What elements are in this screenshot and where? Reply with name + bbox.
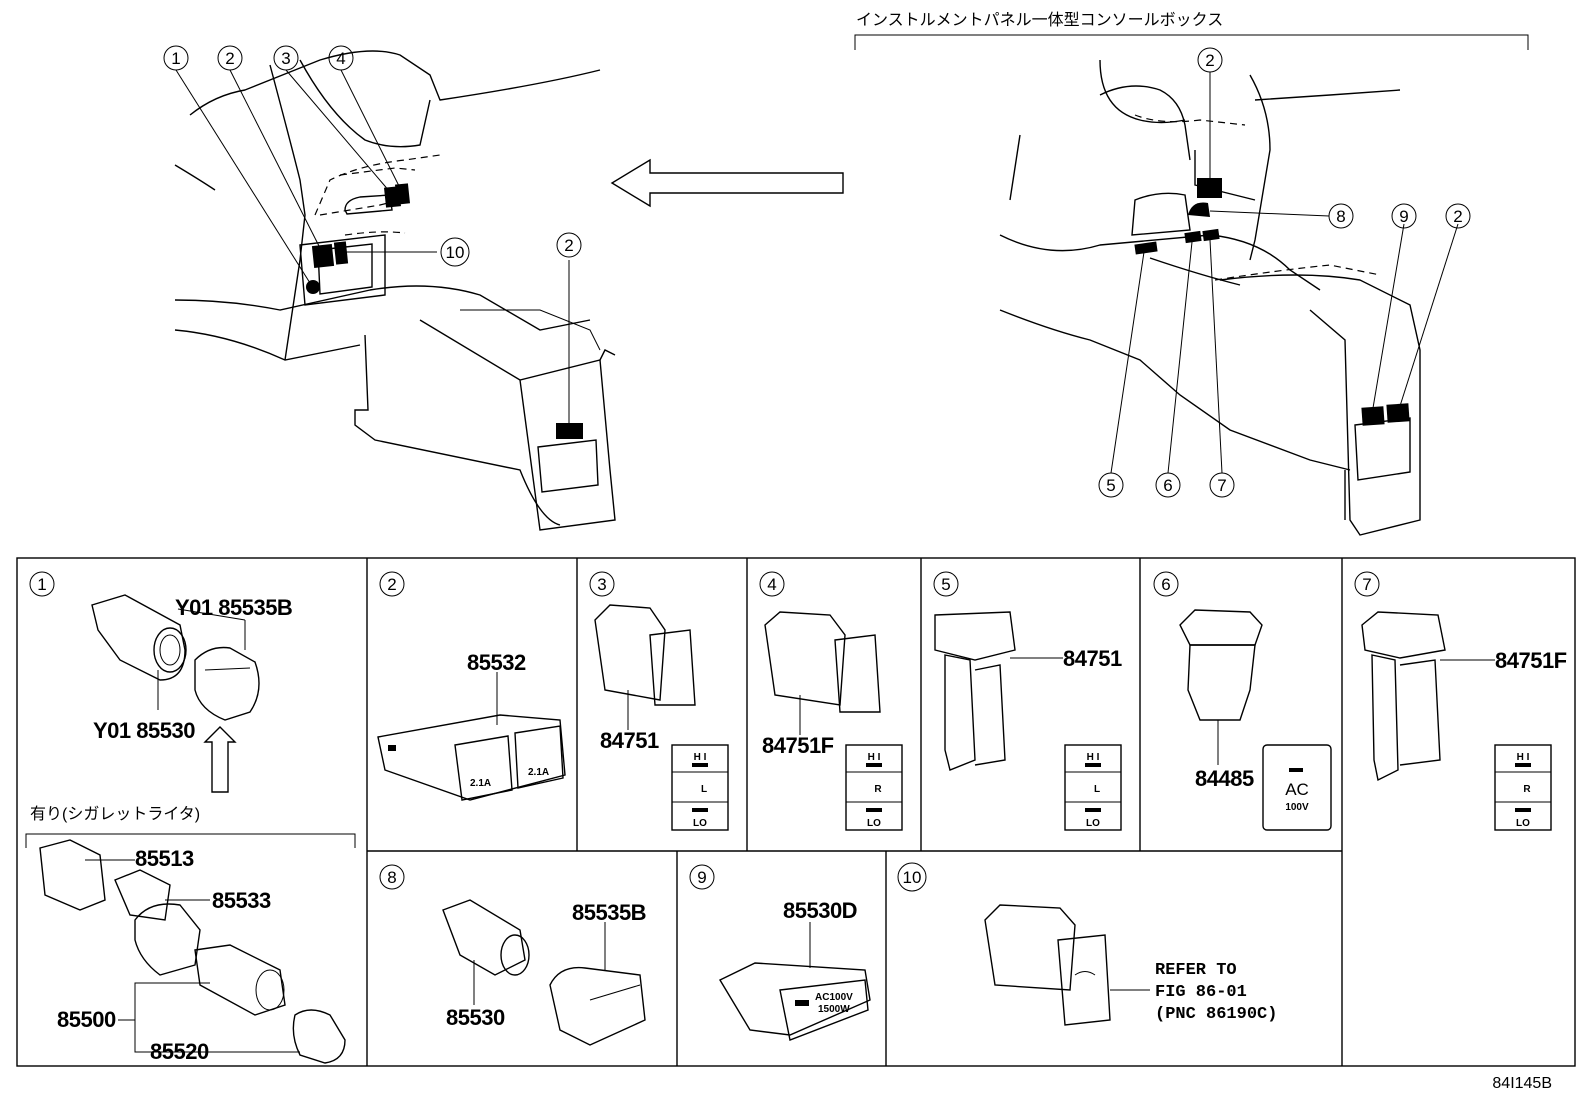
direction-arrow <box>610 158 844 208</box>
svg-text:1500W: 1500W <box>818 1004 850 1015</box>
callout-circle: 4 <box>328 45 354 71</box>
callout-circle: 2 <box>1197 47 1223 73</box>
svg-text:8: 8 <box>1336 207 1345 226</box>
diagram-id: 84I145B <box>1492 1075 1552 1092</box>
part-number: 85533 <box>212 888 271 913</box>
svg-text:6: 6 <box>1163 476 1172 495</box>
panel-2: 2 2.1A 2.1A 85532 <box>377 571 566 801</box>
part-number: 85535B <box>572 900 646 925</box>
svg-text:9: 9 <box>697 868 706 887</box>
left-callouts: 1 2 3 4 10 2 <box>163 45 582 267</box>
part-number: 84751F <box>762 733 834 758</box>
part-number: 84751 <box>1063 646 1122 671</box>
callout-circle: 2 <box>1445 203 1471 229</box>
svg-text:(PNC 86190C): (PNC 86190C) <box>1155 1005 1277 1024</box>
svg-text:H I: H I <box>694 752 707 763</box>
part-number: 84751 <box>600 728 659 753</box>
part-number: 85513 <box>135 846 194 871</box>
svg-text:10: 10 <box>446 243 465 262</box>
part-number: 85532 <box>467 650 526 675</box>
panel-7: 7 84751F H I R LO <box>1354 571 1567 831</box>
panel-10: 10 REFER TO FIG 86-01 (PNC 86190C) <box>897 862 1277 1026</box>
svg-text:2: 2 <box>1205 51 1214 70</box>
svg-text:L: L <box>701 784 707 795</box>
svg-text:AC100V: AC100V <box>815 992 853 1003</box>
svg-text:9: 9 <box>1399 207 1408 226</box>
callout-circle: 7 <box>1209 472 1235 498</box>
svg-text:R: R <box>1523 784 1531 795</box>
callout-circle: 3 <box>273 45 299 71</box>
svg-text:H I: H I <box>868 752 881 763</box>
part-number: 85500 <box>57 1007 116 1032</box>
left-console-view <box>174 50 616 531</box>
caption-text: インストルメントパネル一体型コンソールボックス <box>856 11 1223 29</box>
svg-text:7: 7 <box>1217 476 1226 495</box>
callout-circle: 10 <box>440 237 470 267</box>
right-console-view: インストルメントパネル一体型コンソールボックス <box>854 11 1529 536</box>
svg-text:1: 1 <box>37 575 46 594</box>
svg-text:2: 2 <box>387 575 396 594</box>
part-number: 85530 <box>446 1005 505 1030</box>
svg-text:100V: 100V <box>1285 802 1309 813</box>
panel-6: 6 84485 AC 100V <box>1153 571 1332 831</box>
panel-1: 1 Y01 85535B Y01 85530 有り(シガレットライタ) 8551… <box>25 571 356 1064</box>
svg-text:2.1A: 2.1A <box>528 767 549 778</box>
panel-8: 8 85535B 85530 <box>379 864 647 1046</box>
svg-text:5: 5 <box>1106 476 1115 495</box>
callout-circle: 6 <box>1155 472 1181 498</box>
part-number: 84751F <box>1495 648 1567 673</box>
panel-3: 3 84751 H I L LO <box>589 571 729 831</box>
svg-text:2: 2 <box>564 236 573 255</box>
svg-text:3: 3 <box>597 575 606 594</box>
svg-text:2: 2 <box>1453 207 1462 226</box>
svg-text:3: 3 <box>281 49 290 68</box>
callout-circle: 2 <box>217 45 243 71</box>
svg-text:H I: H I <box>1087 752 1100 763</box>
svg-text:FIG 86-01: FIG 86-01 <box>1155 983 1247 1002</box>
svg-text:1: 1 <box>171 49 180 68</box>
panel-4: 4 84751F H I R LO <box>759 571 903 831</box>
panel-5: 5 84751 H I L LO <box>933 571 1122 831</box>
svg-text:LO: LO <box>1516 818 1530 829</box>
svg-text:10: 10 <box>903 868 922 887</box>
svg-text:H I: H I <box>1517 752 1530 763</box>
svg-text:L: L <box>1094 784 1100 795</box>
svg-text:LO: LO <box>693 818 707 829</box>
callout-circle: 5 <box>1098 472 1124 498</box>
panel-9: 9 AC100V 1500W 85530D <box>689 864 871 1041</box>
parts-grid <box>16 557 1576 1067</box>
part-number: 84485 <box>1195 766 1254 791</box>
right-callouts: 2 8 9 2 5 6 7 <box>1098 47 1471 498</box>
svg-text:LO: LO <box>1086 818 1100 829</box>
svg-text:R: R <box>874 784 882 795</box>
callout-circle: 2 <box>556 232 582 258</box>
optional-section-label: 有り(シガレットライタ) <box>30 805 200 823</box>
svg-text:2: 2 <box>225 49 234 68</box>
svg-text:2.1A: 2.1A <box>470 778 491 789</box>
callout-circle: 9 <box>1391 203 1417 229</box>
callout-circle: 8 <box>1328 203 1354 229</box>
svg-text:8: 8 <box>387 868 396 887</box>
svg-text:LO: LO <box>867 818 881 829</box>
part-number: Y01 85535B <box>175 595 292 620</box>
part-number: 85530D <box>783 898 857 923</box>
part-number: 85520 <box>150 1039 209 1064</box>
svg-text:REFER TO: REFER TO <box>1155 961 1237 980</box>
svg-text:AC: AC <box>1285 780 1309 799</box>
part-number: Y01 85530 <box>93 718 195 743</box>
svg-text:4: 4 <box>767 575 776 594</box>
svg-text:5: 5 <box>941 575 950 594</box>
svg-text:6: 6 <box>1161 575 1170 594</box>
svg-text:4: 4 <box>336 49 345 68</box>
svg-text:7: 7 <box>1362 575 1371 594</box>
callout-circle: 1 <box>163 45 189 71</box>
